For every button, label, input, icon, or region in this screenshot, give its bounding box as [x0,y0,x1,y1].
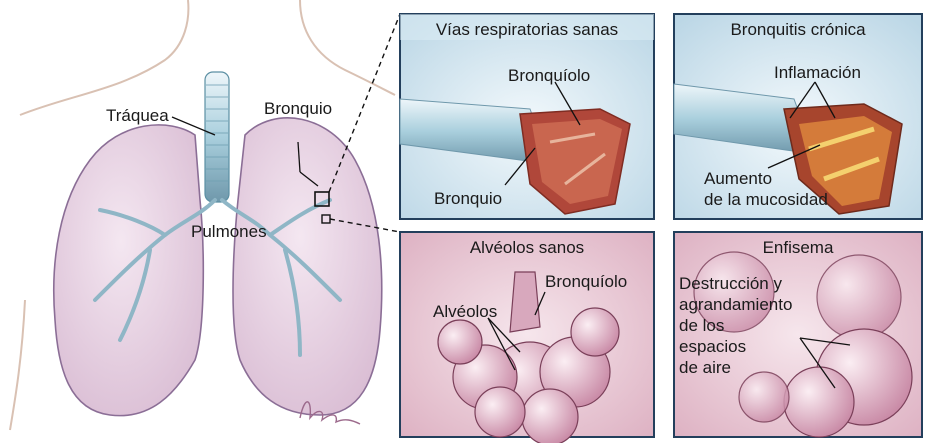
panel-healthy-alveoli [400,232,654,443]
label-p4-line4: espacios [679,336,792,357]
panel-title-chronic-bronchitis: Bronquitis crónica [674,20,922,40]
label-p1-bronchiole: Bronquíolo [508,66,590,86]
left-lung [54,125,204,416]
label-p1-bronchus: Bronquio [434,189,502,209]
label-p2-inflammation: Inflamación [774,63,861,83]
label-p3-bronchiole: Bronquíolo [545,272,627,292]
panel-title-healthy-airways: Vías respiratorias sanas [400,20,654,40]
zoom-line-top [329,14,400,192]
label-lungs: Pulmones [191,222,267,242]
label-p3-alveoli: Alvéolos [433,302,497,322]
label-p4-line1: Destrucción y [679,273,792,294]
label-p2-mucus-line2: de la mucosidad [704,189,828,210]
label-p4-line3: de los [679,315,792,336]
panel-title-emphysema: Enfisema [674,238,922,258]
label-p4-description: Destrucción y agrandamiento de los espac… [679,273,792,378]
label-p4-line5: de aire [679,357,792,378]
label-trachea: Tráquea [106,106,169,126]
label-bronchus: Bronquio [264,99,332,119]
label-p4-line2: agrandamiento [679,294,792,315]
trachea-shape [205,72,229,202]
panel-title-healthy-alveoli: Alvéolos sanos [400,238,654,258]
label-p2-mucus-line1: Aumento [704,168,828,189]
label-p2-mucus: Aumento de la mucosidad [704,168,828,210]
